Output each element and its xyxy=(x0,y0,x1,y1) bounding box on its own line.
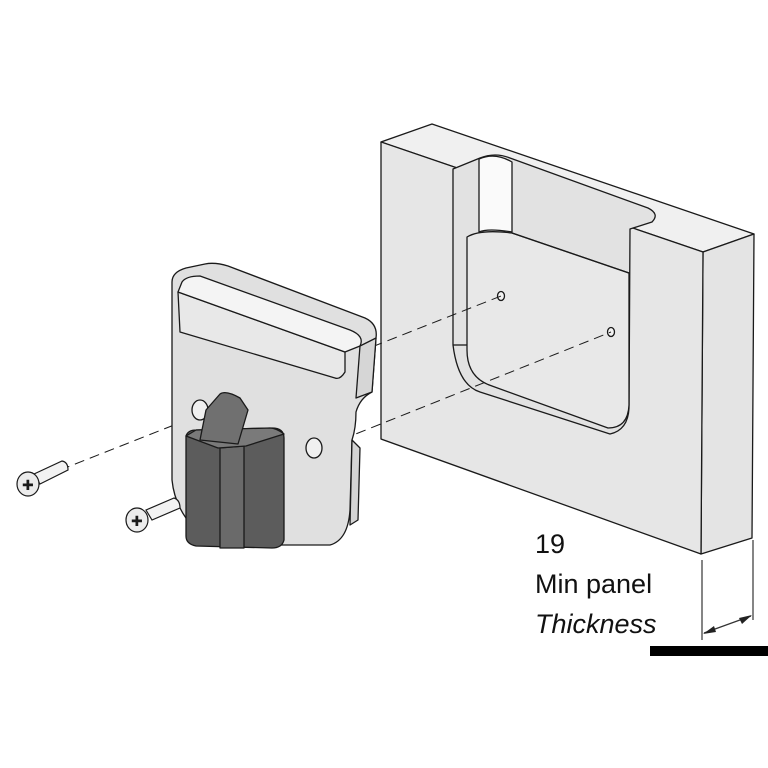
dimension-label-line2: Thickness xyxy=(535,609,657,639)
baseline-bar xyxy=(650,646,768,656)
latch-side-edge xyxy=(355,337,377,399)
alignment-lines xyxy=(59,295,612,506)
cutout-edge xyxy=(511,232,630,274)
screw-upper-head xyxy=(16,471,40,497)
screw-upper-shank xyxy=(33,460,69,485)
latch-hole-right xyxy=(305,437,323,459)
mounting-panel xyxy=(380,123,755,555)
latch-handle-slot xyxy=(177,291,346,380)
dimension-label-line1: Min panel xyxy=(535,569,653,599)
screw-upper: ✚ xyxy=(16,460,69,497)
alignment-line-lower xyxy=(177,331,612,506)
arrowhead-left-icon xyxy=(703,626,716,634)
latch-body xyxy=(171,262,377,549)
arrowhead-right-icon xyxy=(739,615,752,624)
latch-lower-edge xyxy=(349,439,361,526)
phillips-cross-icon: ✚ xyxy=(131,514,143,530)
latch-knob-face xyxy=(219,445,245,549)
screw-lower: ✚ xyxy=(125,497,181,533)
screw-lower-shank xyxy=(145,497,181,521)
dimension-value: 19 xyxy=(535,529,566,559)
cutout-inner-wall xyxy=(478,155,513,233)
panel-side-face xyxy=(700,233,755,555)
phillips-cross-icon: ✚ xyxy=(22,478,34,494)
dimension-markers xyxy=(701,540,754,640)
panel-hole-upper xyxy=(496,290,506,302)
screw-lower-head xyxy=(125,507,149,533)
latch-lever xyxy=(199,392,249,445)
cutout-floor xyxy=(466,231,630,429)
